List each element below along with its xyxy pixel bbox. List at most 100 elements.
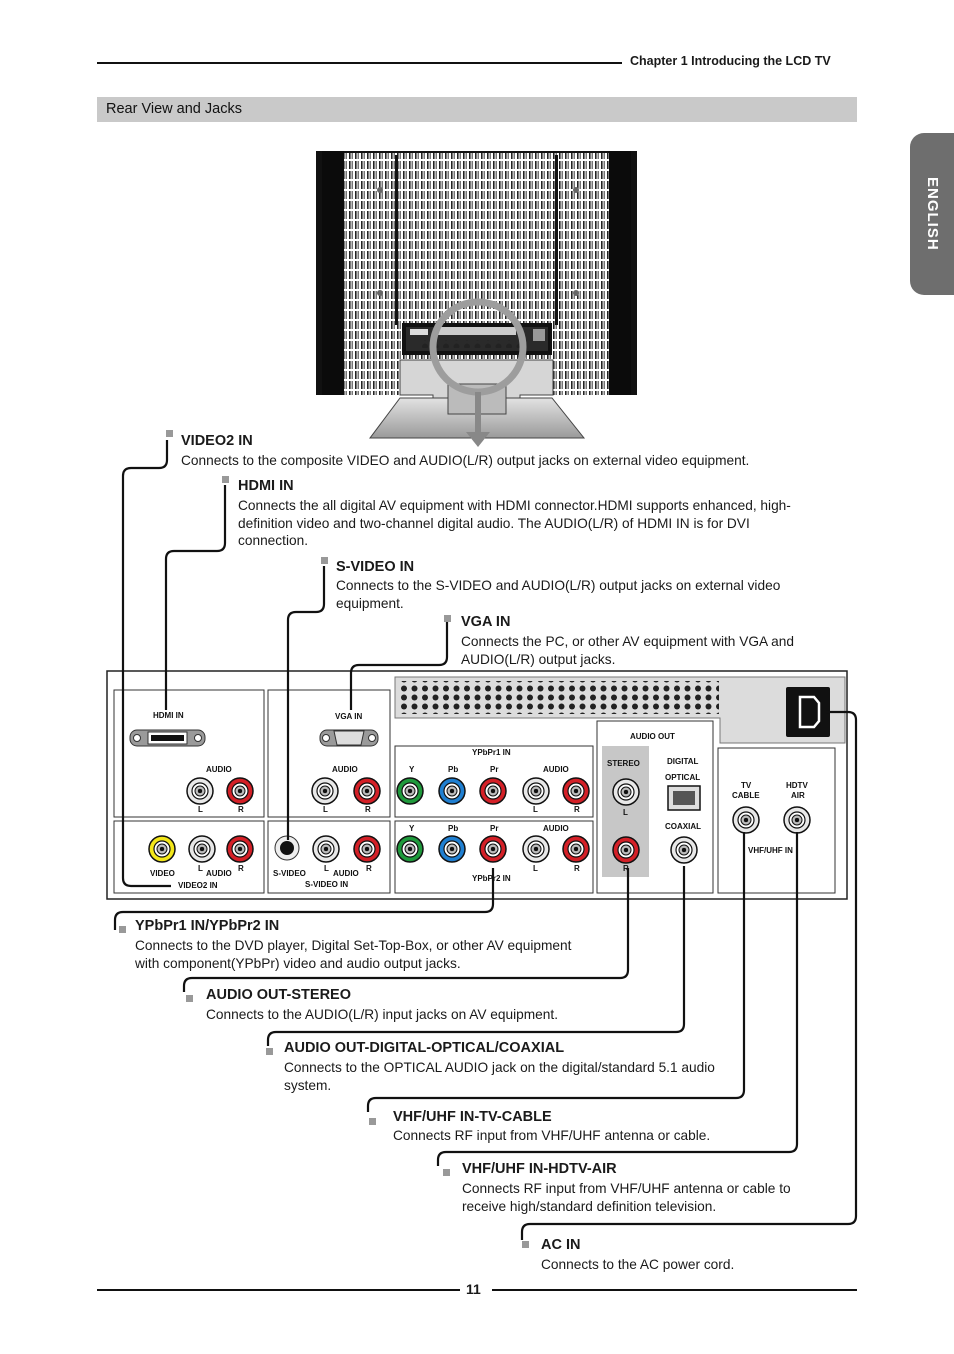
- label-vga-audio: AUDIO: [332, 765, 358, 774]
- ac-title: AC IN: [541, 1237, 581, 1253]
- vga-audio-l-jack[interactable]: [311, 777, 339, 805]
- hdmi-connector: [129, 729, 206, 747]
- page-number: 11: [466, 1281, 481, 1297]
- vhf-air-desc: Connects RF input from VHF/UHF antenna o…: [462, 1181, 791, 1214]
- label-ypbpr2-l: L: [533, 864, 538, 873]
- label-coaxial: COAXIAL: [665, 822, 701, 831]
- label-hdmi-l: L: [198, 805, 203, 814]
- label-svideo-l: L: [324, 864, 329, 873]
- label-ypbpr2-r: R: [574, 864, 580, 873]
- ypbpr2-audio-l-jack[interactable]: [522, 835, 550, 863]
- callout-lines: [113, 440, 858, 1240]
- label-hdmi-in: HDMI IN: [153, 711, 184, 720]
- ypbpr-desc: Connects to the DVD player, Digital Set-…: [135, 938, 572, 971]
- svideo-audio-r-jack[interactable]: [353, 835, 381, 863]
- label-ypbpr1-y: Y: [409, 765, 415, 774]
- label-ypbpr1-l: L: [533, 805, 538, 814]
- footer-rule-right: [492, 1289, 857, 1291]
- label-svideo-audio: AUDIO: [333, 869, 359, 878]
- label-optical: OPTICAL: [665, 773, 701, 782]
- language-tab-label: ENGLISH: [924, 177, 941, 251]
- label-vga-in: VGA IN: [335, 712, 363, 721]
- label-ypbpr2-audio: AUDIO: [543, 824, 569, 833]
- ypbpr1-audio-l-jack[interactable]: [522, 777, 550, 805]
- label-hdmi-r: R: [238, 805, 244, 814]
- label-video2-l: L: [198, 864, 203, 873]
- label-ypbpr1-r: R: [574, 805, 580, 814]
- audio-out-r-jack[interactable]: [612, 836, 640, 864]
- label-air: AIR: [791, 791, 805, 800]
- vhf-air-title: VHF/UHF IN-HDTV-AIR: [462, 1161, 617, 1177]
- ypbpr1-pr-jack[interactable]: [479, 777, 507, 805]
- ypbpr1-audio-r-jack[interactable]: [562, 777, 590, 805]
- audio-out-stereo-desc: Connects to the AUDIO(L/R) input jacks o…: [206, 1007, 558, 1022]
- label-vga-r: R: [365, 805, 371, 814]
- svideo-title: S-VIDEO IN: [336, 559, 415, 575]
- tv-rear-illustration: [316, 151, 637, 447]
- vhf-cable-title: VHF/UHF IN-TV-CABLE: [393, 1109, 552, 1125]
- coaxial-jack[interactable]: [670, 836, 698, 864]
- ac-desc: Connects to the AC power cord.: [541, 1257, 735, 1272]
- ypbpr1-y-jack[interactable]: [396, 777, 424, 805]
- video2-title: VIDEO2 IN: [181, 433, 253, 449]
- label-ypbpr2-pb: Pb: [448, 824, 459, 833]
- audio-out-l-jack[interactable]: [612, 778, 640, 806]
- label-stereo-l: L: [623, 808, 628, 817]
- vga-title: VGA IN: [461, 614, 511, 630]
- ypbpr2-pb-jack[interactable]: [438, 835, 466, 863]
- optical-connector: [667, 785, 701, 811]
- label-svideo-r: R: [366, 864, 372, 873]
- hdmi-title: HDMI IN: [238, 478, 294, 494]
- svideo-audio-l-jack[interactable]: [312, 835, 340, 863]
- hdmi-audio-r-jack[interactable]: [226, 777, 254, 805]
- hdmi-audio-l-jack[interactable]: [186, 777, 214, 805]
- label-ypbpr2-in: YPbPr2 IN: [472, 874, 511, 883]
- ypbpr2-pr-jack[interactable]: [479, 835, 507, 863]
- label-tv: TV: [741, 781, 752, 790]
- label-vhf-uhf-in: VHF/UHF IN: [748, 846, 793, 855]
- label-stereo: STEREO: [607, 759, 640, 768]
- section-bar: Rear View and Jacks: [97, 97, 857, 122]
- video2-video-jack[interactable]: [148, 835, 176, 863]
- audio-out-digital-title: AUDIO OUT-DIGITAL-OPTICAL/COAXIAL: [284, 1040, 565, 1056]
- ypbpr2-audio-r-jack[interactable]: [562, 835, 590, 863]
- audio-out-digital-desc: Connects to the OPTICAL AUDIO jack on th…: [284, 1060, 715, 1093]
- label-hdtv: HDTV: [786, 781, 808, 790]
- label-ypbpr1-in: YPbPr1 IN: [472, 748, 511, 757]
- label-vga-l: L: [323, 805, 328, 814]
- label-ypbpr2-pr: Pr: [490, 824, 499, 833]
- video2-desc: Connects to the composite VIDEO and AUDI…: [181, 453, 750, 468]
- label-ypbpr1-pr: Pr: [490, 765, 499, 774]
- footer-rule-left: [97, 1289, 460, 1291]
- callout-markers: [119, 430, 529, 1248]
- vga-desc: Connects the PC, or other AV equipment w…: [461, 634, 794, 667]
- video2-audio-r-jack[interactable]: [226, 835, 254, 863]
- hdtv-air-jack[interactable]: [783, 806, 811, 834]
- video2-audio-l-jack[interactable]: [188, 835, 216, 863]
- tv-cable-jack[interactable]: [732, 806, 760, 834]
- language-tab[interactable]: ENGLISH: [910, 133, 954, 295]
- ypbpr2-y-jack[interactable]: [396, 835, 424, 863]
- rca-jacks: [148, 777, 811, 864]
- label-cable: CABLE: [732, 791, 760, 800]
- jack-panel: [106, 670, 848, 900]
- label-ypbpr1-audio: AUDIO: [543, 765, 569, 774]
- header-rule: [97, 62, 622, 64]
- label-audio-out: AUDIO OUT: [630, 732, 675, 741]
- audio-out-stereo-title: AUDIO OUT-STEREO: [206, 987, 352, 1003]
- vga-connector: [319, 729, 379, 747]
- hdmi-desc: Connects the all digital AV equipment wi…: [238, 498, 791, 549]
- chapter-title: Chapter 1 Introducing the LCD TV: [630, 54, 831, 68]
- section-title: Rear View and Jacks: [106, 101, 242, 117]
- label-video: VIDEO: [150, 869, 175, 878]
- label-s-video-in: S-VIDEO IN: [305, 880, 349, 889]
- label-video2-r: R: [238, 864, 244, 873]
- svideo-desc: Connects to the S-VIDEO and AUDIO(L/R) o…: [336, 578, 781, 611]
- label-video2-in: VIDEO2 IN: [178, 881, 218, 890]
- svideo-connector: [274, 835, 300, 861]
- label-ypbpr2-y: Y: [409, 824, 415, 833]
- label-ypbpr1-pb: Pb: [448, 765, 459, 774]
- ypbpr1-pb-jack[interactable]: [438, 777, 466, 805]
- vga-audio-r-jack[interactable]: [353, 777, 381, 805]
